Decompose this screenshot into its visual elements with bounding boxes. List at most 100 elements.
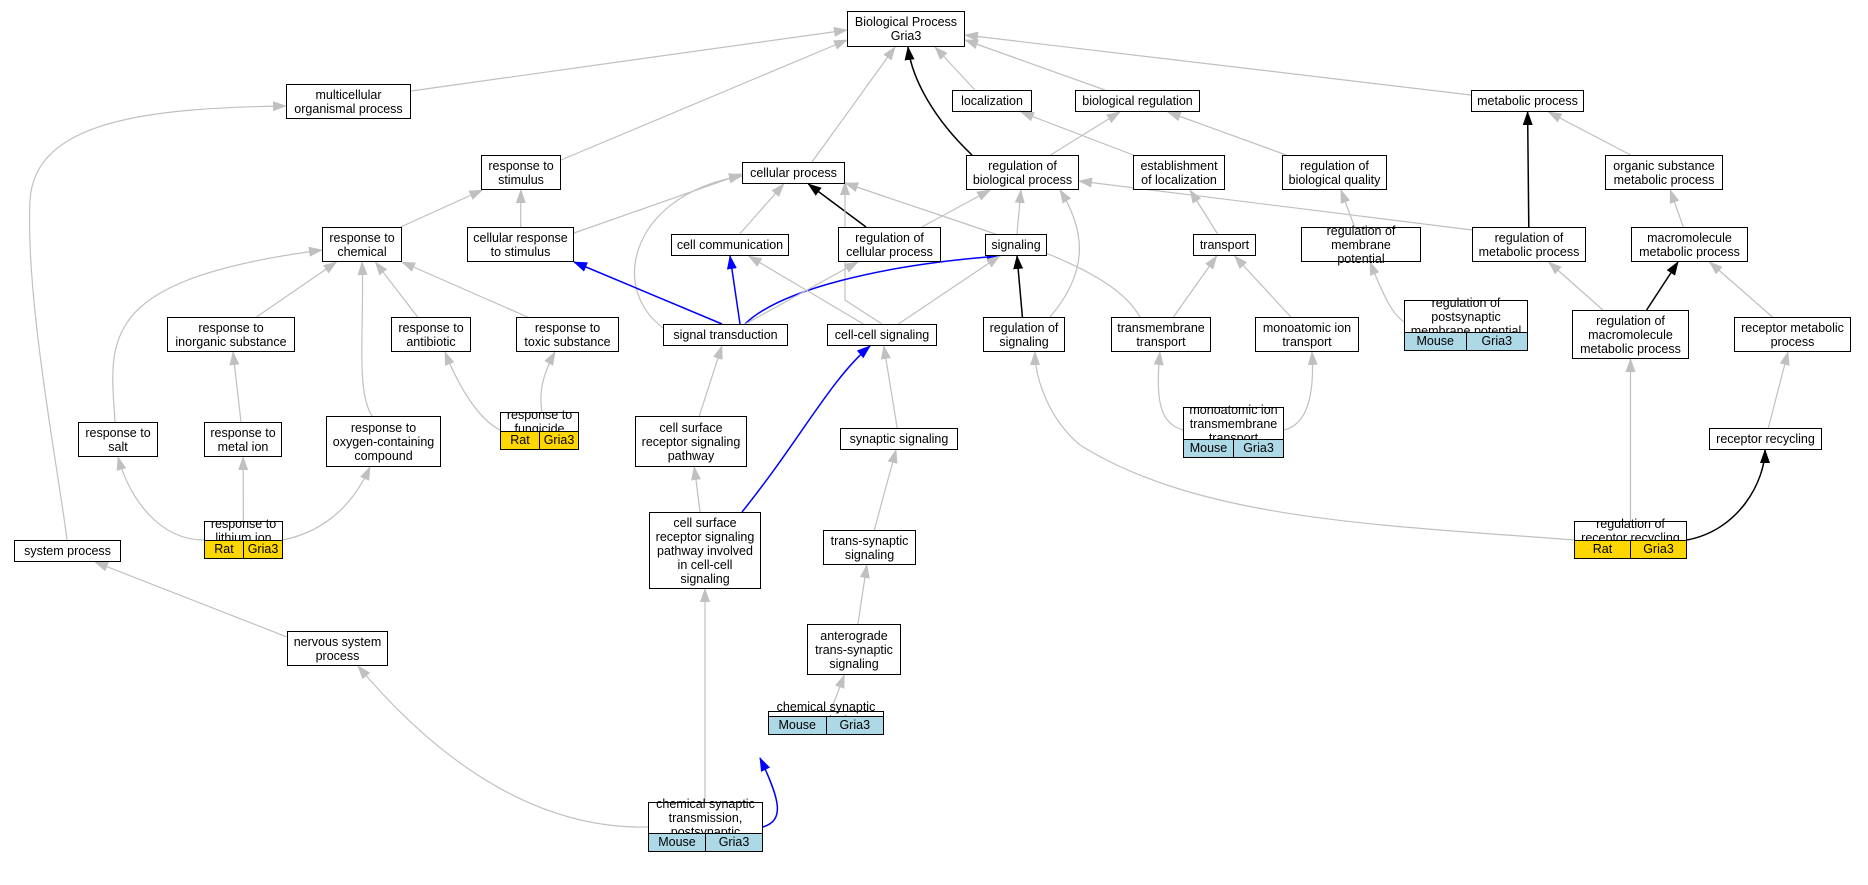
go-term-mit[interactable]: monoatomic ion transport [1255,317,1359,352]
go-term-tmt[interactable]: transmembrane transport [1111,317,1211,352]
go-term-sig[interactable]: signaling [985,234,1047,256]
go-term-label: macromolecule metabolic process [1639,230,1740,259]
go-term-transport[interactable]: transport [1193,234,1256,256]
go-term-ats[interactable]: anterograde trans-synaptic signaling [807,624,901,675]
go-term-rmeta[interactable]: receptor metabolic process [1734,317,1851,352]
edge-cst-to-ats [830,674,845,712]
go-term-mmp[interactable]: macromolecule metabolic process [1631,227,1748,262]
edge-mop-to-bp [410,26,848,92]
go-term-rfung[interactable]: response to fungicide [500,408,579,436]
go-term-label: trans-synaptic signaling [830,533,909,562]
go-term-loc[interactable]: localization [952,90,1032,112]
go-term-crs[interactable]: cellular response to stimulus [467,227,574,262]
go-term-sysp[interactable]: system process [14,540,121,562]
go-term-rpmp[interactable]: regulation of postsynaptic membrane pote… [1404,296,1528,338]
species-cell: Mouse [778,718,817,733]
go-term-ss[interactable]: synaptic signaling [840,428,958,450]
go-term-label: regulation of cellular process [846,230,933,259]
edge-tmt-to-transport [1172,255,1218,318]
go-term-ris[interactable]: response to inorganic substance [167,317,295,352]
annotation-rpmp: Mouse Gria3 [1404,331,1528,351]
go-term-rstim[interactable]: response to stimulus [481,155,561,190]
go-term-rcp[interactable]: regulation of cellular process [838,227,941,262]
go-term-label: localization [961,94,1023,108]
go-term-rli[interactable]: response to lithium ion [204,517,283,545]
go-term-cstp[interactable]: chemical synaptic transmission, postsyna… [648,797,763,839]
go-term-label: cellular process [750,166,837,180]
go-term-mop[interactable]: multicellular organismal process [286,84,411,119]
edge-rmemp-to-rbq [1340,189,1356,228]
edge-crs-to-cproc [573,173,743,234]
edge-transport-to-estloc [1189,189,1219,235]
edge-st-to-rcp [745,261,859,325]
edge-ccomm-to-cproc [739,183,785,235]
edge-mmp-to-osmp [1669,189,1684,228]
go-term-rrr[interactable]: regulation of receptor recycling [1574,517,1687,545]
edge-ris-to-rchem [256,261,338,318]
go-term-tss[interactable]: trans-synaptic signaling [823,530,916,565]
go-term-ccs[interactable]: cell-cell signaling [827,324,937,346]
go-term-rbp[interactable]: regulation of biological process [966,155,1079,190]
go-term-estloc[interactable]: establishment of localization [1133,155,1225,190]
go-term-rab[interactable]: response to antibiotic [391,317,471,352]
edge-rmmp-to-rmp [1547,261,1604,311]
go-term-rchem[interactable]: response to chemical [322,227,402,262]
edge-csrc-to-csrsp [691,466,701,513]
edge-rchem-to-rstim [400,189,484,228]
go-term-label: response to stimulus [488,158,554,187]
go-term-csrc[interactable]: cell surface receptor signaling pathway … [649,512,761,589]
go-term-rbq[interactable]: regulation of biological quality [1282,155,1387,190]
go-term-label: cell communication [676,238,784,252]
edge-mit-to-transport [1233,255,1292,318]
species-cell: Mouse [1416,334,1455,349]
go-term-rrec[interactable]: receptor recycling [1709,428,1822,450]
go-term-rmmp[interactable]: regulation of macromolecule metabolic pr… [1572,310,1689,359]
gene-cell: Gria3 [705,833,762,851]
species-cell: Rat [214,542,234,557]
go-term-breg[interactable]: biological regulation [1075,90,1200,112]
go-term-mitt[interactable]: monoatomic ion transmembrane transport [1183,403,1284,445]
go-term-cproc[interactable]: cellular process [742,162,845,184]
gene-cell: Gria3 [1233,439,1283,457]
edge-ccs-to-cproc [840,181,883,325]
go-term-ccomm[interactable]: cell communication [671,234,789,256]
edge-rcp-to-rbp [921,189,992,228]
edge-rmeta-to-mmp [1708,261,1773,318]
go-term-metab[interactable]: metabolic process [1471,90,1584,112]
gene-cell: Gria3 [825,716,884,734]
edge-loc-to-bp [934,46,976,91]
go-term-label: transport [1199,238,1250,252]
go-term-rmp[interactable]: regulation of metabolic process [1472,227,1586,262]
go-term-label: nervous system process [293,634,382,663]
edge-rmmp-to-mmp [1645,261,1679,311]
edge-rab-to-rchem [374,261,419,318]
go-term-csrsp[interactable]: cell surface receptor signaling pathway [635,416,747,467]
go-term-nsp[interactable]: nervous system process [287,631,388,666]
edge-rli-to-roc [282,466,371,541]
go-term-osmp[interactable]: organic substance metabolic process [1605,155,1723,190]
gene-cell: Gria3 [1465,332,1528,350]
go-term-label: regulation of biological quality [1288,158,1381,187]
go-term-label: metabolic process [1477,94,1578,108]
edge-ccs-to-sig [898,255,1001,325]
go-term-label: response to toxic substance [524,320,611,349]
go-term-roc[interactable]: response to oxygen-containing compound [326,416,441,467]
go-term-label: Biological Process Gria3 [854,15,958,43]
go-term-st[interactable]: signal transduction [663,324,788,346]
go-term-label: monoatomic ion transmembrane transport [1189,402,1278,445]
go-term-rmemp[interactable]: regulation of membrane potential [1301,224,1421,266]
go-term-bp[interactable]: Biological Process Gria3 [847,11,965,47]
go-term-label: regulation of membrane potential [1326,223,1396,266]
gene-cell: Gria3 [539,431,578,449]
edge-rstim-to-bp [560,39,848,161]
go-term-rts[interactable]: response to toxic substance [516,317,619,352]
go-term-label: system process [24,544,111,558]
go-term-label: regulation of signaling [989,320,1059,349]
go-term-rsalt[interactable]: response to salt [78,422,158,457]
edge-sysp-to-mop [28,101,287,541]
go-term-rsig[interactable]: regulation of signaling [983,317,1065,352]
go-term-rmi[interactable]: response to metal ion [204,422,282,457]
